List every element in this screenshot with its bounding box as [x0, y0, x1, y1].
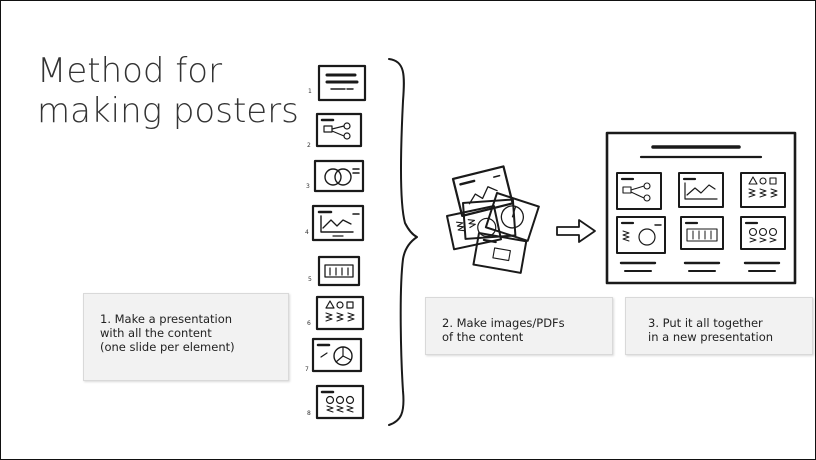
slide-thumb-2 [315, 112, 363, 148]
slide-number-3: 3 [306, 183, 310, 190]
slide-thumb-7 [311, 337, 363, 373]
slide-number-4: 4 [305, 229, 309, 236]
step-3-caption: 3. Put it all together in a new presenta… [625, 297, 813, 355]
page-title: Method for making posters [37, 51, 307, 131]
title-line-2: making posters [37, 91, 299, 131]
title-line-1: Method for [37, 51, 223, 91]
slide-number-2: 2 [307, 142, 311, 149]
poster-sketch [605, 131, 797, 285]
right-arrow-icon [556, 219, 596, 243]
slide-thumb-3 [313, 159, 365, 193]
slide-number-1: 1 [308, 88, 312, 95]
step-2-caption: 2. Make images/PDFs of the content [425, 297, 613, 355]
step-1-caption: 1. Make a presentation with all the cont… [83, 293, 289, 381]
slide-thumb-4 [311, 204, 365, 242]
slide-number-8: 8 [307, 410, 311, 417]
slide-numbers: 1 2 3 4 5 6 7 8 [305, 88, 312, 417]
slide-thumb-8 [315, 384, 365, 420]
slide-thumb-1 [317, 64, 367, 102]
images-pile-sketch [446, 165, 540, 274]
slide-thumb-6 [315, 295, 365, 331]
slide-number-7: 7 [305, 366, 309, 373]
slide-number-6: 6 [307, 320, 311, 327]
slide-number-5: 5 [308, 276, 312, 283]
right-curly-brace [388, 58, 418, 426]
slide-thumbnails-sketch [311, 64, 367, 420]
slide-thumb-5 [317, 255, 361, 287]
